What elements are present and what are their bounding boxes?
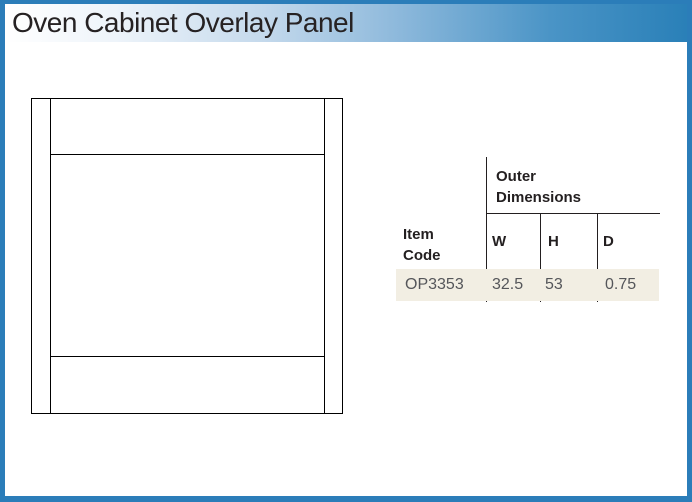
table-divider-itemcode-w — [486, 157, 487, 302]
table-header-h: H — [548, 233, 559, 250]
table-header-w: W — [492, 233, 507, 250]
table-cell-w: 32.5 — [492, 276, 524, 293]
table-row — [396, 269, 659, 301]
table-group-header-rule — [486, 213, 660, 214]
table-group-header: Outer Dimensions — [496, 168, 582, 206]
table-cell-d: 0.75 — [605, 276, 637, 293]
page-header: Oven Cabinet Overlay Panel — [5, 4, 687, 42]
diagram-left-stile-line — [50, 99, 51, 413]
table-divider-h-d — [597, 213, 598, 302]
diagram-right-stile-line — [324, 99, 325, 413]
panel-front-view-diagram — [31, 98, 343, 414]
diagram-bottom-rail-line — [50, 356, 325, 357]
table-header-d: D — [603, 233, 614, 250]
table-divider-w-h — [540, 213, 541, 302]
diagram-top-rail-line — [50, 154, 325, 155]
table-header-item-code: Item Code — [403, 226, 441, 264]
table-cell-h: 53 — [545, 276, 563, 293]
page-title: Oven Cabinet Overlay Panel — [12, 7, 354, 38]
table-cell-item-code: OP3353 — [405, 276, 464, 293]
